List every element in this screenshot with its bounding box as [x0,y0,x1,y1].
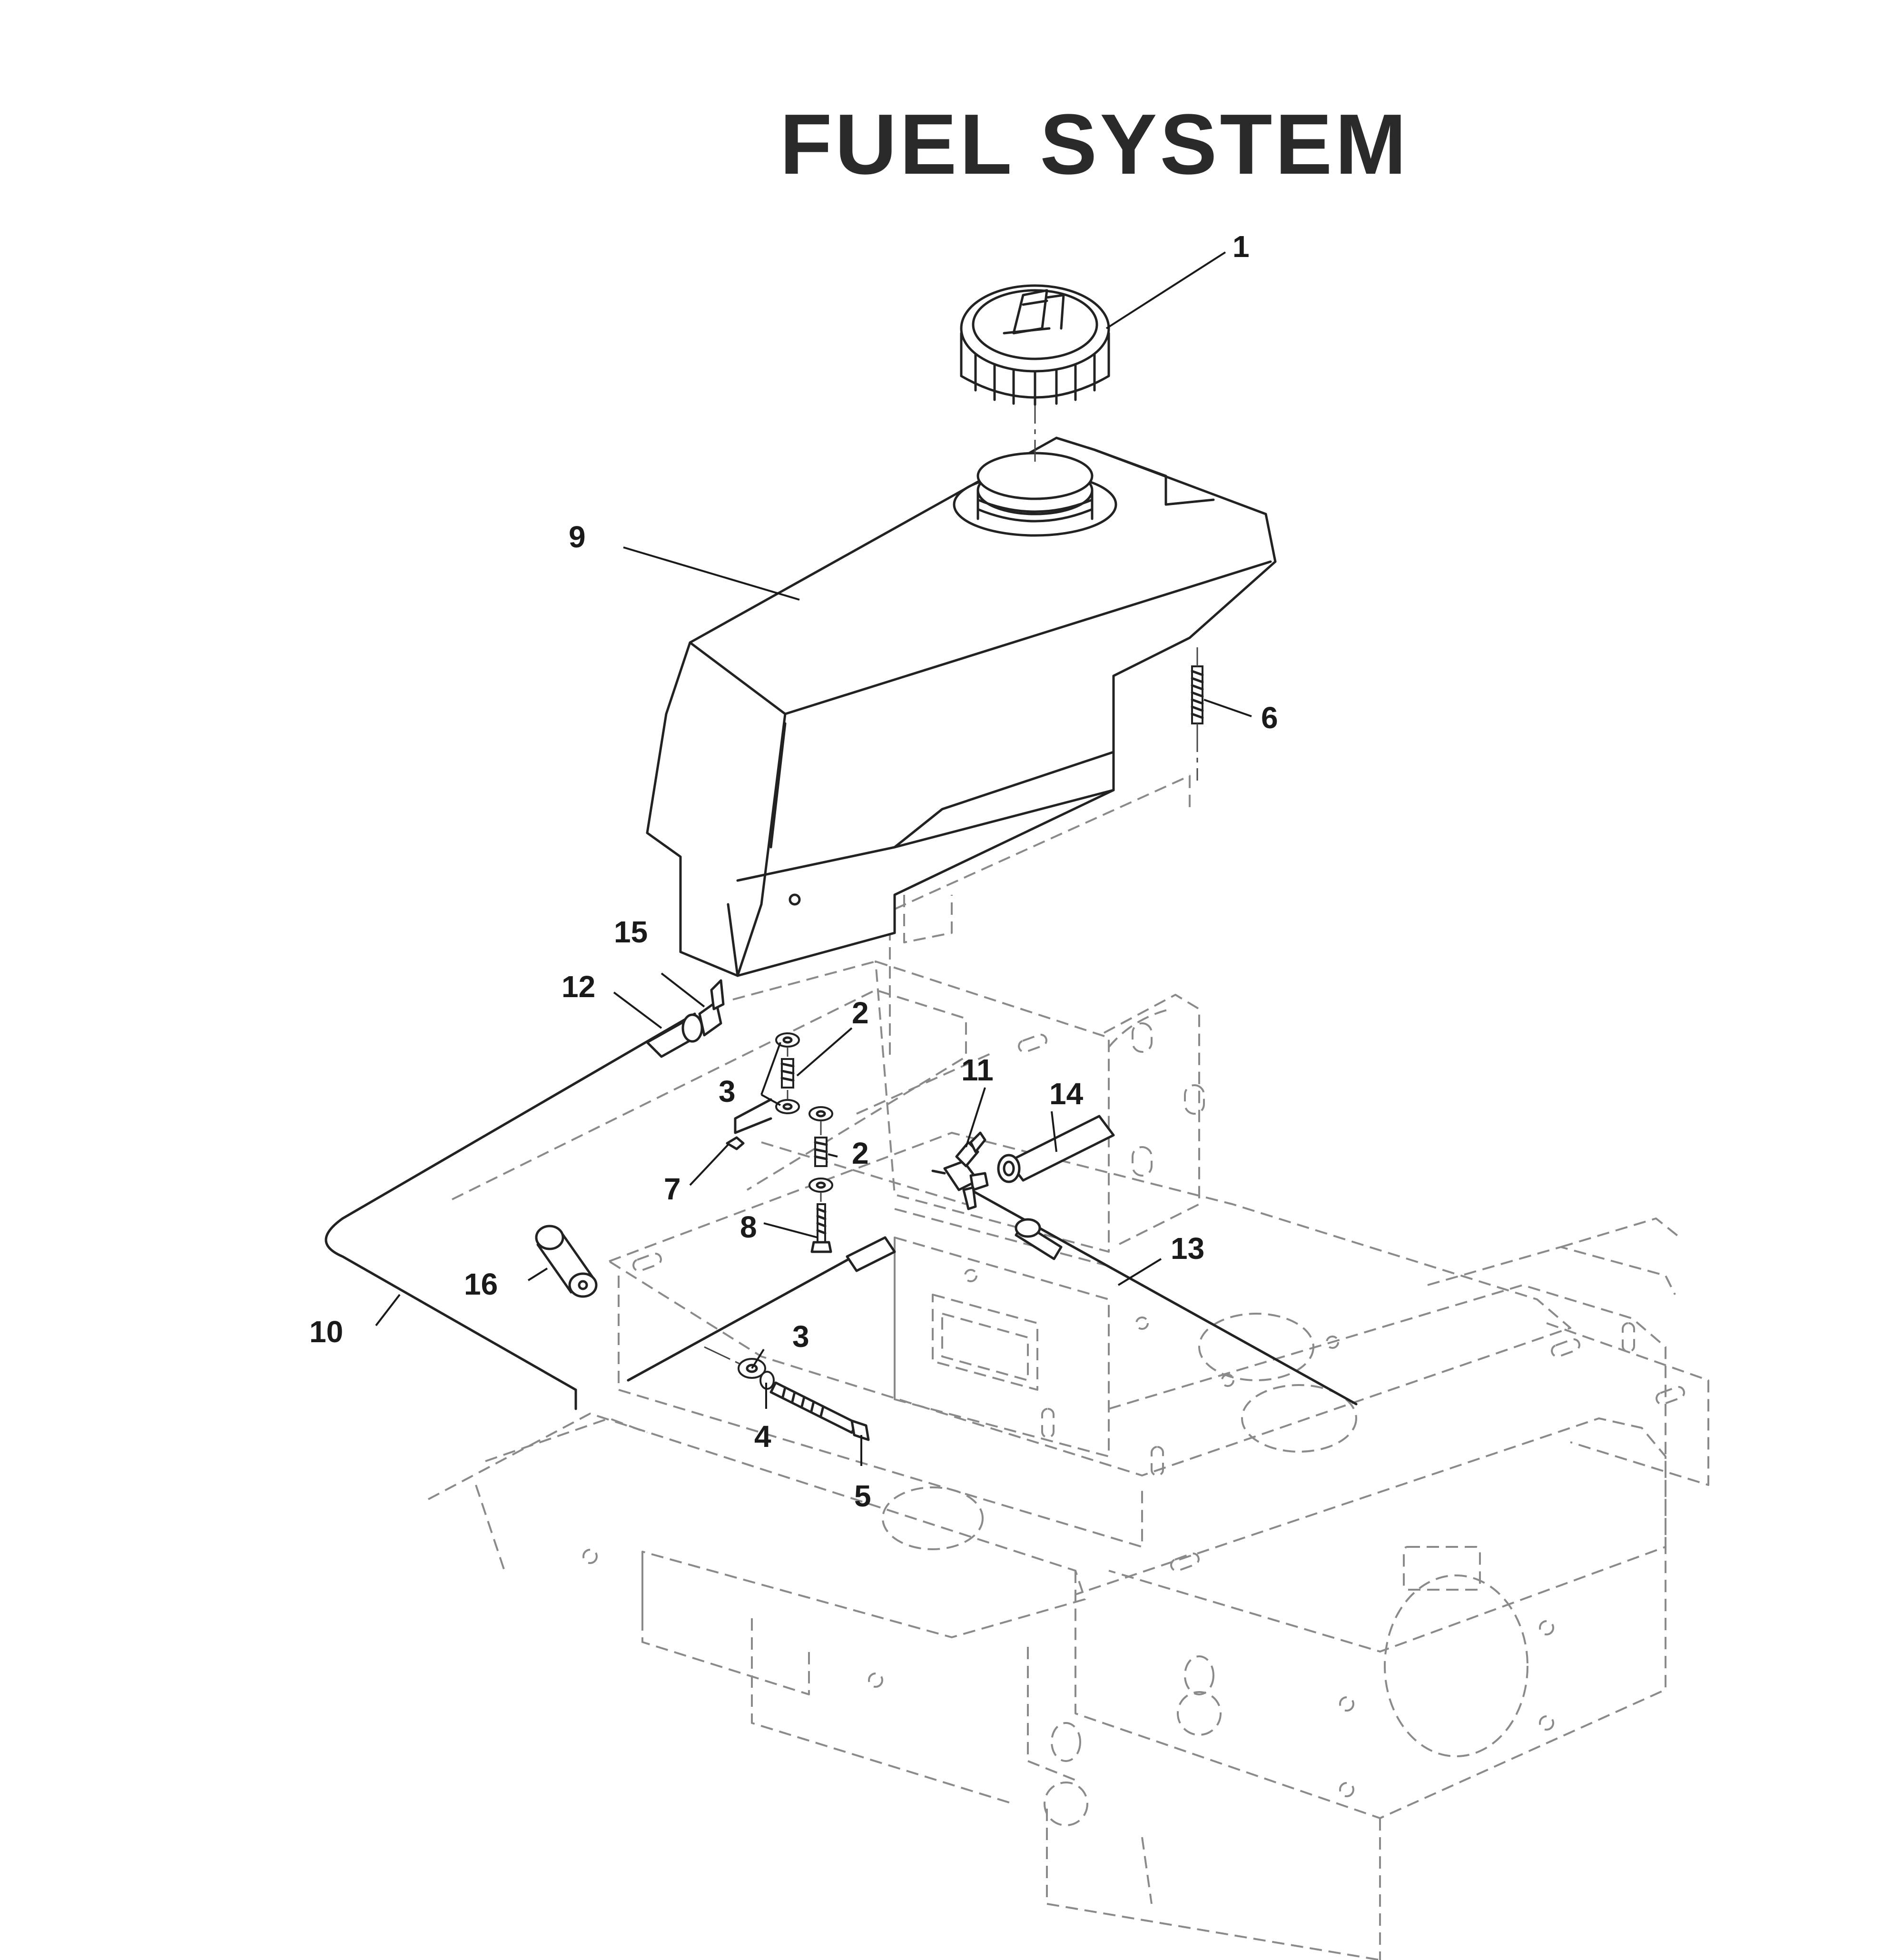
mounting-hardware-lower [808,1106,833,1253]
stud-6 [1191,647,1204,781]
callout-6: 6 [1261,701,1278,735]
fuel-filter [535,1225,598,1298]
callout-3b: 3 [792,1319,809,1354]
fuel-line-13 [627,1188,1358,1406]
fuel-hose-14 [997,1115,1115,1183]
callout-8: 8 [740,1210,757,1244]
callout-13: 13 [1171,1231,1204,1266]
fuel-pump-icon [1003,289,1065,335]
fuel-cap [960,284,1110,406]
leader-lines [375,251,1252,1466]
callout-2a: 2 [852,996,869,1030]
callout-10: 10 [309,1315,343,1349]
callout-5: 5 [854,1479,871,1513]
callout-9: 9 [569,520,586,554]
callout-16: 16 [464,1267,498,1301]
callout-15: 15 [614,915,648,949]
callout-labels: 1 2 2 3 3 4 5 6 7 8 9 10 11 12 13 14 15 … [309,229,1278,1513]
page-title: FUEL SYSTEM [780,97,1410,192]
fuel-line [325,979,725,1410]
callout-4: 4 [754,1419,771,1454]
callout-12: 12 [562,970,595,1004]
callout-14: 14 [1049,1077,1084,1111]
shut-off-valve [931,1131,989,1210]
callout-11: 11 [961,1053,994,1087]
callout-7: 7 [664,1172,681,1206]
fuel-tank [646,436,1277,977]
mower-frame [428,775,1709,1960]
frame-bolt-hardware [704,1346,870,1441]
mounting-hardware-upper [726,1032,800,1150]
callout-1: 1 [1232,229,1250,264]
callout-3a: 3 [719,1074,736,1109]
callout-2b: 2 [852,1136,869,1170]
